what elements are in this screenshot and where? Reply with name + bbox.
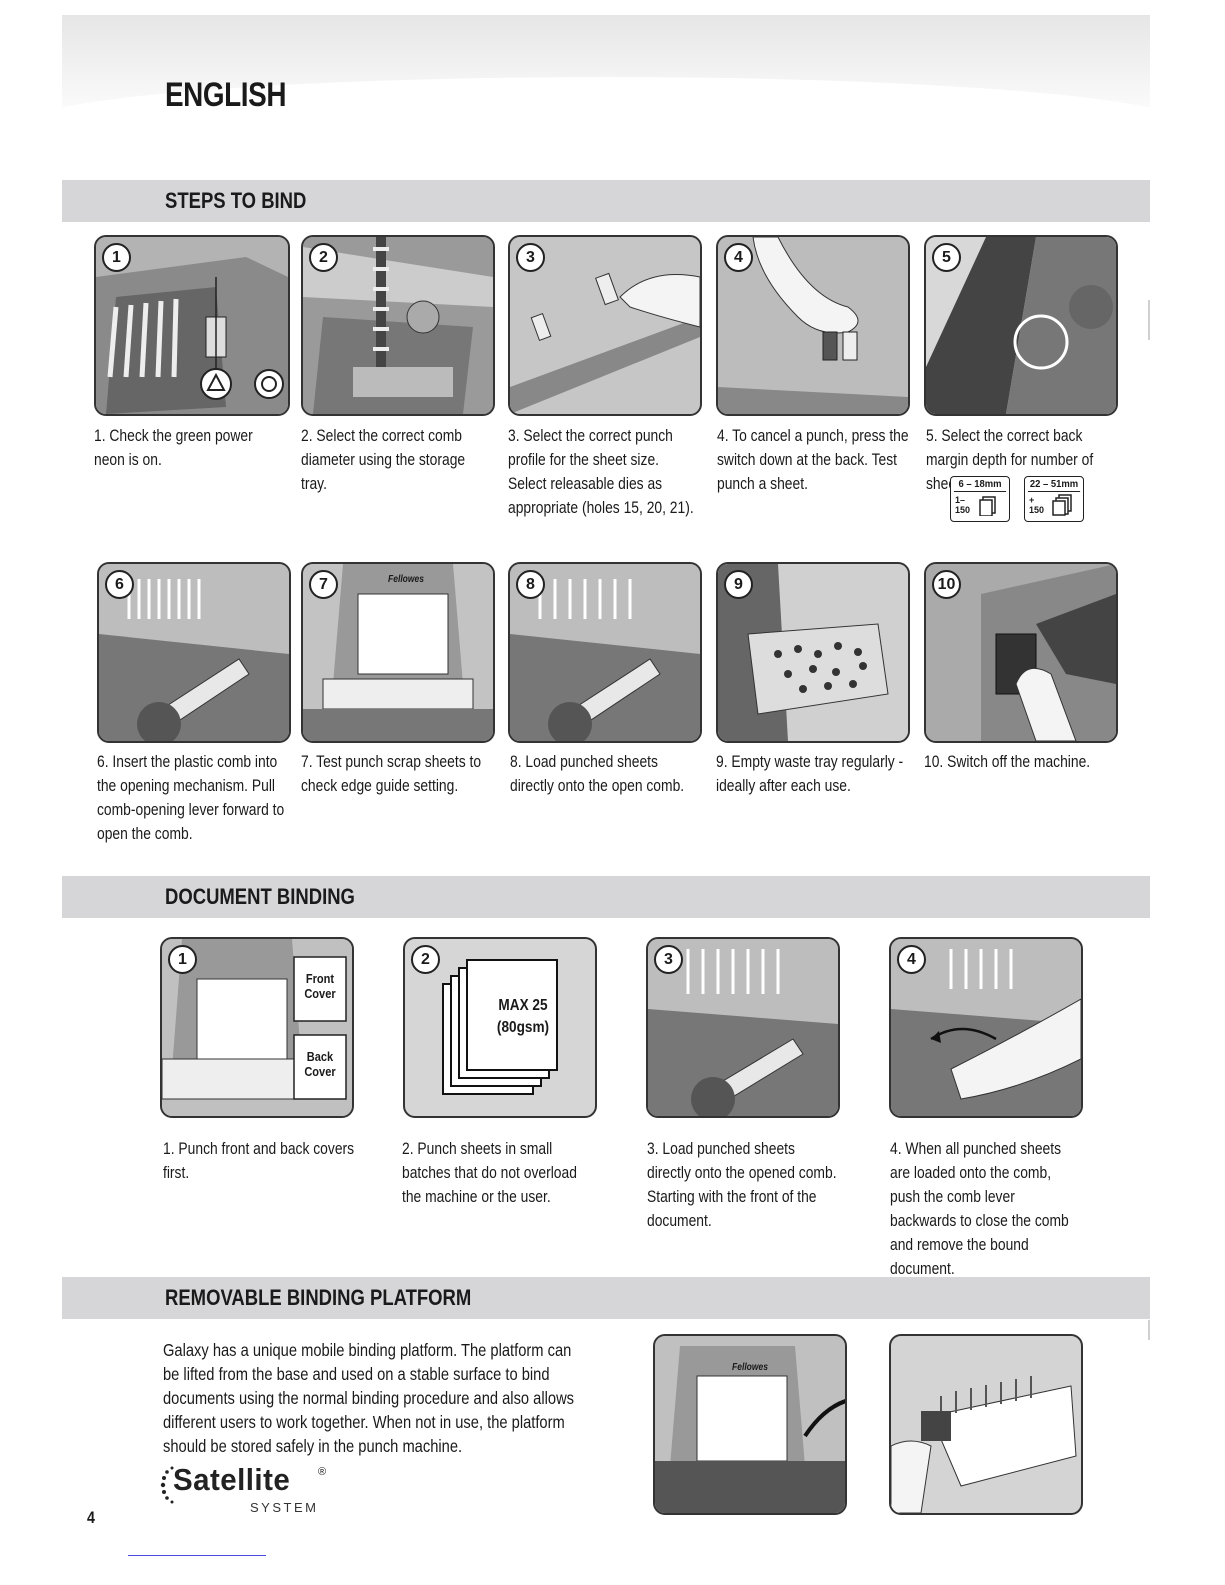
step-2-caption: 2. Select the correct comb diameter usin…: [301, 427, 466, 493]
section-bar-platform: REMOVABLE BINDING PLATFORM: [62, 1277, 1150, 1319]
doc-step-4-illustration: 4: [889, 937, 1083, 1118]
page-stack-icon: [1052, 494, 1072, 516]
step-1-caption: 1. Check the green power neon is on.: [94, 427, 253, 469]
section-bar-document-binding: DOCUMENT BINDING: [62, 876, 1150, 918]
waste-tray-illustration: [718, 564, 908, 741]
step-5-caption: 5. Select the correct back margin depth …: [926, 427, 1094, 493]
sheet-stack-illustration: [442, 959, 558, 1095]
step-1-illustration: 1: [94, 235, 290, 416]
step-9-illustration: 9: [716, 562, 910, 743]
brand-mark: Fellowes: [388, 574, 424, 585]
step-4-illustration: 4: [716, 235, 910, 416]
covers-illustration: [162, 939, 352, 1116]
punch-die-illustration: [510, 237, 700, 414]
step-number: 4: [897, 945, 926, 974]
back-cover-label: Back Cover: [304, 1049, 336, 1079]
step-7-caption: 7. Test punch scrap sheets to check edge…: [301, 753, 482, 795]
step-number: 2: [309, 243, 338, 272]
step-10-caption: 10. Switch off the machine.: [924, 753, 1091, 771]
comb-lever-illustration: [99, 564, 289, 741]
satellite-logo-word: Satellite: [173, 1462, 291, 1497]
step-number: 5: [932, 243, 961, 272]
margin-setting-large: 22 – 51mm +150: [1024, 476, 1084, 522]
step-number: 9: [724, 570, 753, 599]
step-number: 3: [516, 243, 545, 272]
doc-step-2-illustration: 2 MAX 25 (80gsm): [403, 937, 597, 1118]
doc-step-4-caption: 4. When all punched sheets are loaded on…: [890, 1140, 1069, 1278]
doc-step-1-caption: 1. Punch front and back covers first.: [163, 1140, 355, 1182]
page-stack-icon: [979, 496, 996, 516]
step-9-caption: 9. Empty waste tray regularly - ideally …: [716, 753, 904, 795]
step-7-illustration: 7 Fellowes: [301, 562, 495, 743]
front-cover-label: Front Cover: [304, 971, 336, 1001]
footer-rule: [128, 1555, 266, 1556]
step-number: 8: [516, 570, 545, 599]
cancel-punch-illustration: [718, 237, 908, 414]
margin-range: 6 – 18mm: [953, 477, 1007, 492]
language-title: ENGLISH: [165, 76, 287, 114]
doc-step-1-illustration: 1 Front Cover Back Cover: [160, 937, 354, 1118]
back-margin-illustration: [926, 237, 1116, 414]
step-8-illustration: 8: [508, 562, 702, 743]
platform-lift-illustration: Fellowes: [653, 1334, 847, 1515]
doc-step-3-illustration: 3: [646, 937, 840, 1118]
platform-lift-drawing: [655, 1336, 845, 1513]
max-sheets-label: MAX 25: [498, 997, 548, 1014]
satellite-dots-icon: [160, 1466, 174, 1504]
section-title-document-binding: DOCUMENT BINDING: [165, 884, 355, 909]
doc-step-2-caption: 2. Punch sheets in small batches that do…: [402, 1140, 577, 1206]
step-number: 4: [724, 243, 753, 272]
step-6-caption: 6. Insert the plastic comb into the open…: [97, 753, 285, 843]
header-band: [62, 15, 1150, 130]
step-2-illustration: 2: [301, 235, 495, 416]
step-number: 10: [932, 570, 961, 599]
step-number: 1: [102, 243, 131, 272]
step-10-illustration: 10: [924, 562, 1118, 743]
registered-mark: ®: [318, 1466, 327, 1478]
margin-sheets: 1–150: [955, 495, 971, 515]
section-title-platform: REMOVABLE BINDING PLATFORM: [165, 1285, 472, 1310]
section-title-steps: STEPS TO BIND: [165, 188, 307, 213]
margin-sheets: +150: [1029, 495, 1045, 515]
step-number: 1: [168, 945, 197, 974]
step-number: 2: [411, 945, 440, 974]
paper-weight-label: (80gsm): [496, 1019, 550, 1036]
step-number: 6: [105, 570, 134, 599]
step-5-illustration: 5: [924, 235, 1118, 416]
platform-standalone-illustration: [889, 1334, 1083, 1515]
power-switch-illustration: [926, 564, 1116, 741]
satellite-system-logo: Satellite ® SYSTEM: [158, 1462, 338, 1522]
step-4-caption: 4. To cancel a punch, press the switch d…: [717, 427, 909, 493]
doc-step-3-caption: 3. Load punched sheets directly onto the…: [647, 1140, 837, 1230]
machine-power-illustration: [96, 237, 288, 414]
brand-mark: Fellowes: [732, 1362, 768, 1373]
platform-description: Galaxy has a unique mobile binding platf…: [163, 1340, 575, 1456]
page-number: 4: [87, 1508, 95, 1527]
step-3-illustration: 3: [508, 235, 702, 416]
step-8-caption: 8. Load punched sheets directly onto the…: [510, 753, 685, 795]
step-6-illustration: 6: [97, 562, 291, 743]
margin-range: 22 – 51mm: [1027, 478, 1081, 492]
step-number: 3: [654, 945, 683, 974]
step-3-caption: 3. Select the correct punch profile for …: [508, 427, 694, 517]
step-number: 7: [309, 570, 338, 599]
comb-tray-illustration: [303, 237, 493, 414]
section-bar-steps: STEPS TO BIND: [62, 180, 1150, 222]
edge-mark: [1148, 1320, 1150, 1340]
margin-setting-small: 6 – 18mm 1–150: [950, 476, 1010, 522]
platform-standalone-drawing: [891, 1376, 1077, 1513]
satellite-logo-sub: SYSTEM: [250, 1500, 319, 1515]
edge-mark: [1148, 300, 1150, 340]
